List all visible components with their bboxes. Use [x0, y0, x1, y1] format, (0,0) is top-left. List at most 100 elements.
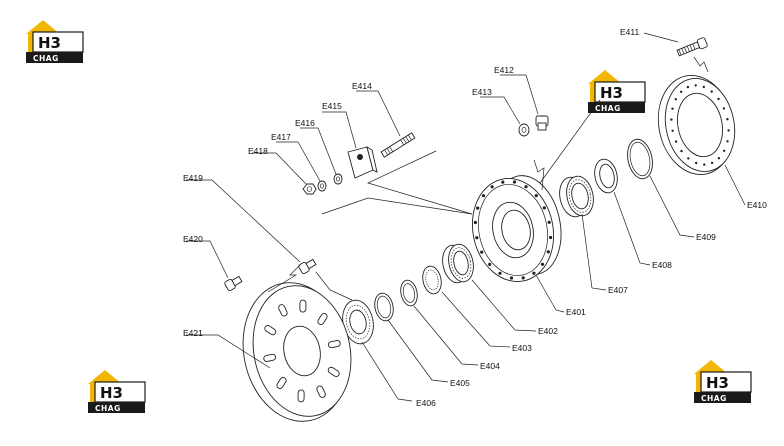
label-e415: E415: [322, 101, 342, 111]
plate-slot: [263, 353, 277, 362]
bolt-hole: [717, 97, 720, 101]
svg-text:H3: H3: [100, 384, 123, 402]
label-e411: E411: [620, 27, 639, 37]
bolt-hole: [501, 180, 505, 184]
bolt-hole: [480, 250, 484, 254]
svg-text:H3: H3: [706, 374, 729, 392]
part-e415-clamp: [347, 146, 378, 179]
bolt-hole: [521, 276, 525, 280]
bolt-hole: [476, 206, 480, 210]
part-labels: E411 E412 E413 E414 E415 E416 E417 E418 …: [183, 27, 767, 408]
part-e413-washer: [518, 123, 530, 137]
label-e407: E407: [608, 285, 628, 295]
part-e404-nut-ring: [400, 279, 418, 307]
bolt-hole: [488, 262, 492, 266]
label-e412: E412: [494, 65, 514, 75]
bolt-hole: [549, 235, 553, 240]
bolt-hole: [680, 149, 683, 153]
assembly-lines: [267, 56, 709, 301]
bolt-hole: [670, 118, 673, 121]
svg-text:CHAG: CHAG: [701, 394, 727, 403]
bolt-hole: [674, 140, 678, 143]
label-e417: E417: [271, 132, 291, 142]
bolt-hole: [727, 129, 730, 132]
bolt-hole: [540, 262, 545, 266]
label-e414: E414: [352, 81, 372, 91]
label-e401: E401: [566, 307, 586, 317]
part-e405-circlip: [374, 292, 394, 322]
bolt-hole: [726, 140, 729, 143]
part-e414-stud: [380, 132, 416, 158]
brand-logo-top-left: H3 CHAG: [25, 19, 84, 64]
part-e416-washer: [333, 173, 343, 185]
label-e403: E403: [512, 343, 532, 353]
part-e418-nut: [302, 183, 317, 195]
part-e411-bolt: [676, 37, 708, 57]
plate-slot: [327, 366, 340, 378]
bolt-hole: [475, 236, 479, 240]
bolt-hole: [710, 161, 714, 165]
bolt-hole: [490, 185, 494, 189]
part-e421-wheel-plate: [242, 282, 352, 422]
bolt-hole: [717, 157, 721, 160]
bolt-hole: [671, 129, 674, 132]
label-e402: E402: [538, 326, 558, 336]
bolt-hole: [723, 149, 726, 152]
bolt-hole: [498, 271, 502, 275]
plate-slot: [317, 313, 328, 325]
bolt-hole: [702, 85, 705, 89]
plate-slot: [299, 299, 307, 313]
part-e402-bearing: [442, 243, 474, 284]
label-e404: E404: [480, 361, 500, 371]
svg-text:CHAG: CHAG: [33, 54, 59, 63]
bolt-hole: [524, 185, 528, 189]
plate-slot: [327, 340, 341, 349]
bolt-hole: [710, 90, 713, 93]
label-e413: E413: [472, 87, 492, 97]
bolt-hole: [512, 180, 517, 184]
part-e403-lock-washer: [422, 265, 442, 295]
svg-text:H3: H3: [600, 84, 623, 102]
svg-text:H3: H3: [38, 34, 61, 52]
bolt-hole: [695, 161, 698, 165]
part-e417-washer: [317, 180, 327, 192]
part-e410-flange-ring: [657, 75, 736, 175]
bolt-hole: [509, 276, 514, 280]
label-e416: E416: [295, 118, 315, 128]
label-e405: E405: [450, 378, 470, 388]
part-e408-ring: [594, 158, 618, 194]
bolt-hole: [679, 90, 683, 94]
bolt-hole: [532, 271, 536, 275]
part-e419-bolt: [298, 258, 317, 275]
bolt-hole: [547, 220, 551, 224]
bolt-hole: [686, 85, 690, 89]
part-e401-hub: [471, 175, 562, 282]
bolt-hole: [674, 98, 677, 101]
bolt-hole: [703, 163, 706, 166]
label-e419: E419: [183, 173, 203, 183]
part-e420-bolt: [224, 275, 243, 292]
bolt-hole: [546, 250, 550, 254]
bolt-hole: [481, 194, 486, 198]
plate-slot: [278, 304, 288, 317]
bolt-hole: [687, 157, 690, 160]
bolt-hole: [722, 107, 726, 110]
part-e407-bearing: [559, 175, 594, 218]
plate-slot: [264, 324, 277, 336]
label-e410: E410: [747, 200, 767, 210]
leader-lines: [186, 32, 746, 402]
bolt-hole: [671, 107, 674, 110]
brand-logo-bottom-right: H3 CHAG: [693, 359, 752, 404]
label-e420: E420: [183, 234, 203, 244]
plate-slot: [276, 377, 287, 389]
bolt-hole: [534, 194, 538, 198]
part-e412-bolt: [535, 115, 549, 131]
label-e418: E418: [248, 146, 268, 156]
label-e408: E408: [652, 260, 672, 270]
part-e409-seal-ring: [627, 138, 653, 180]
label-e409: E409: [696, 232, 716, 242]
label-e421: E421: [183, 328, 203, 338]
svg-text:CHAG: CHAG: [595, 104, 621, 113]
svg-text:CHAG: CHAG: [95, 404, 121, 413]
